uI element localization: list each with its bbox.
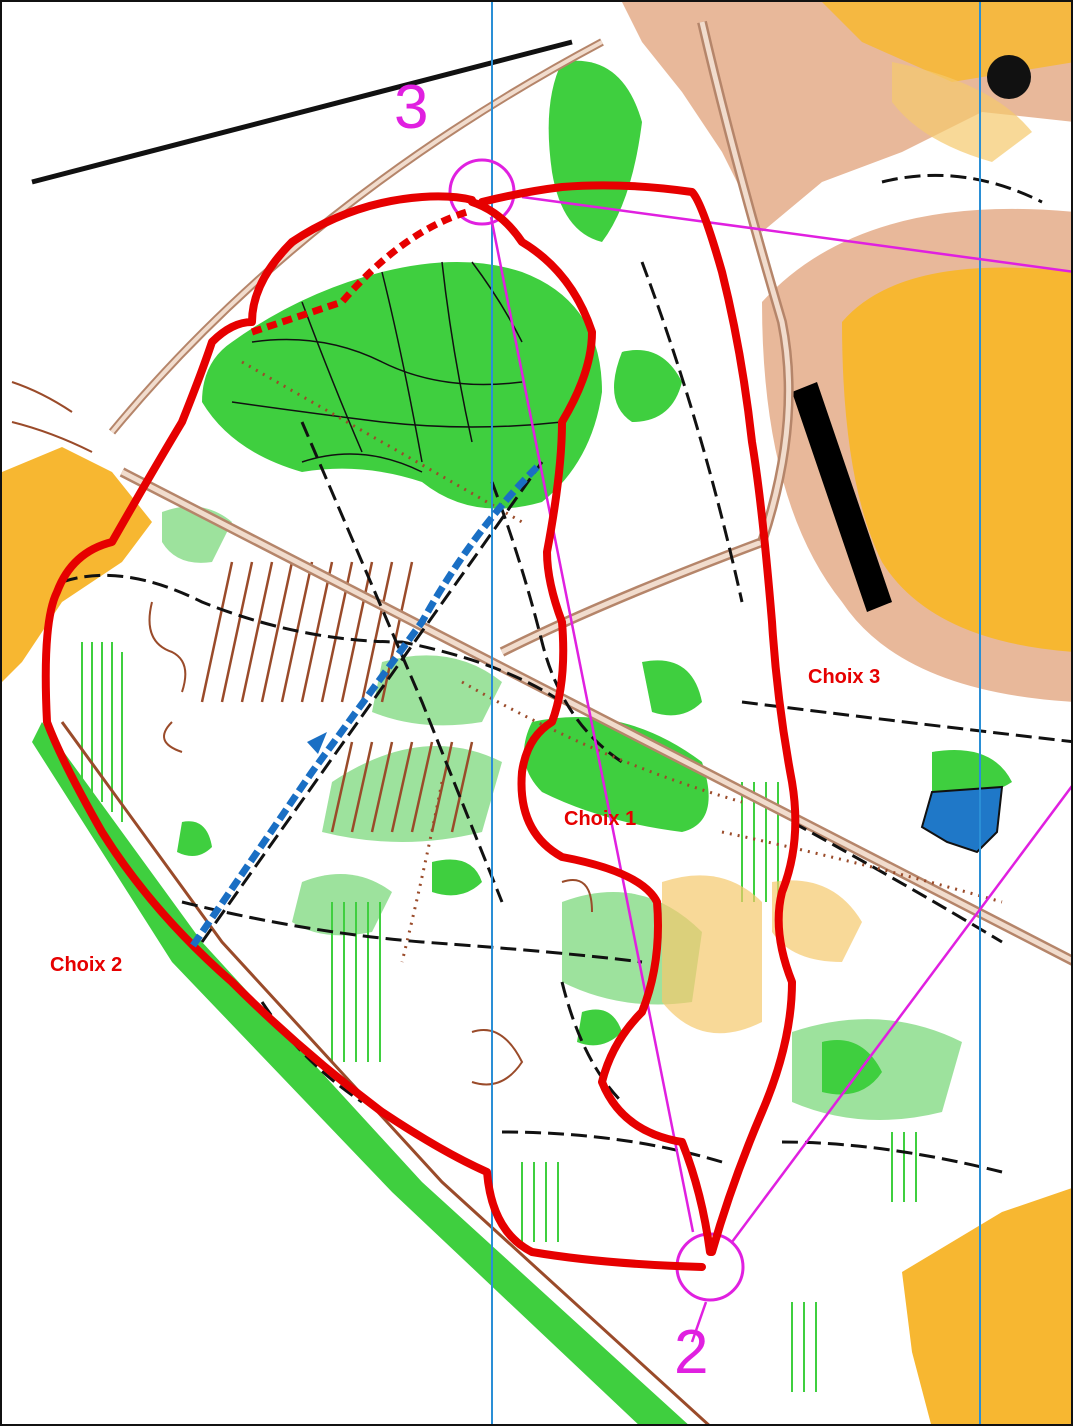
tower-symbol [987, 55, 1031, 99]
control-number-3: 3 [394, 73, 429, 142]
blue-arrow-icon [307, 732, 327, 754]
stadium-field [842, 267, 1071, 652]
route-variant-dotted [250, 208, 469, 336]
control-number-2: 2 [674, 1318, 709, 1387]
stadium-stand [792, 382, 892, 612]
route-choice-2 [41, 192, 706, 1271]
pond [920, 785, 1004, 854]
route-choice-3 [478, 181, 800, 1256]
building-area-bottom-right [902, 1188, 1071, 1424]
brown-hatched-field [200, 561, 474, 833]
route-label-choix-2: Choix 2 [50, 954, 123, 976]
course-lines [489, 195, 1071, 1343]
forest-trails [231, 261, 563, 473]
route-choice-1 [468, 198, 714, 1256]
dotted-features [241, 360, 1003, 963]
route-label-choix-1: Choix 1 [564, 808, 637, 830]
rough-open-dots [662, 62, 1032, 1034]
route-variant-blue [189, 464, 540, 949]
route-label-choix-3: Choix 3 [808, 666, 881, 688]
dense-forest [177, 60, 1012, 1095]
contours [11, 381, 593, 1086]
railway-embankment [31, 39, 710, 1424]
